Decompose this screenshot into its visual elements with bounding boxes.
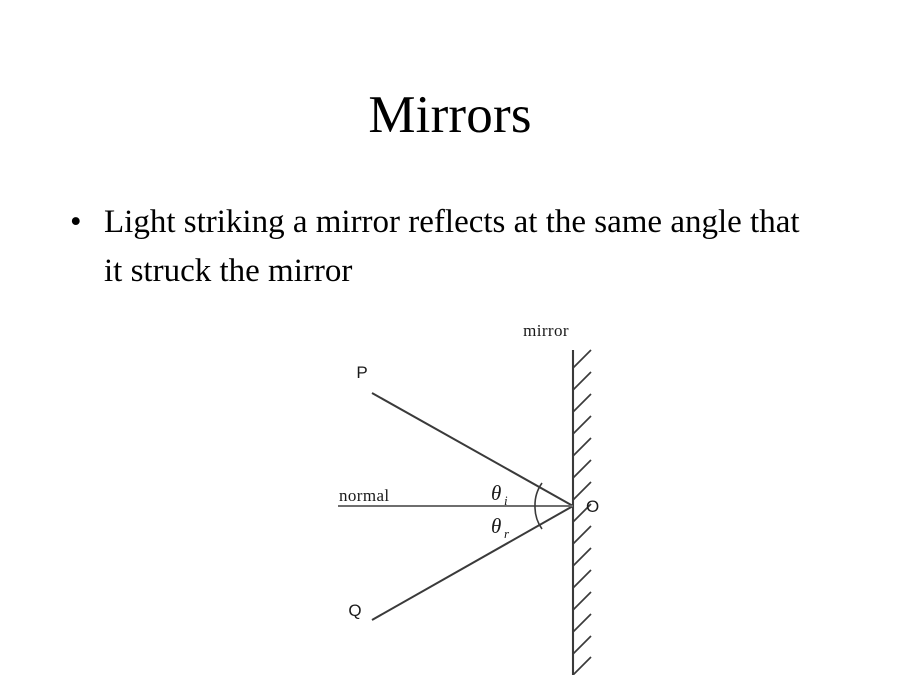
mirror-hatching — [572, 349, 592, 675]
page-title: Mirrors — [368, 86, 532, 144]
normal-label: normal — [339, 486, 390, 505]
point-p-label: P — [356, 363, 367, 382]
theta-incident-subscript: i — [504, 493, 508, 508]
bullet-item-text: Light striking a mirror reflects at the … — [104, 204, 800, 289]
reflected-angle-label: θ r — [491, 514, 510, 541]
theta-reflected-symbol: θ — [491, 514, 501, 538]
reflected-ray — [371, 505, 574, 621]
theta-incident-symbol: θ — [491, 481, 501, 505]
reflection-diagram: mirror P Q O normal θ i θ r — [320, 318, 640, 675]
bullet-list: • Light striking a mirror reflects at th… — [62, 198, 822, 296]
reflected-angle-arc — [534, 505, 543, 530]
point-o-label: O — [586, 497, 599, 516]
mirror-label: mirror — [523, 321, 569, 340]
incident-angle-arc — [534, 482, 543, 507]
incident-ray — [371, 392, 574, 507]
incident-angle-label: θ i — [491, 481, 508, 508]
theta-reflected-subscript: r — [504, 526, 510, 541]
list-item: • Light striking a mirror reflects at th… — [62, 198, 822, 296]
point-q-label: Q — [348, 601, 361, 620]
bullet-point-icon: • — [70, 204, 82, 240]
